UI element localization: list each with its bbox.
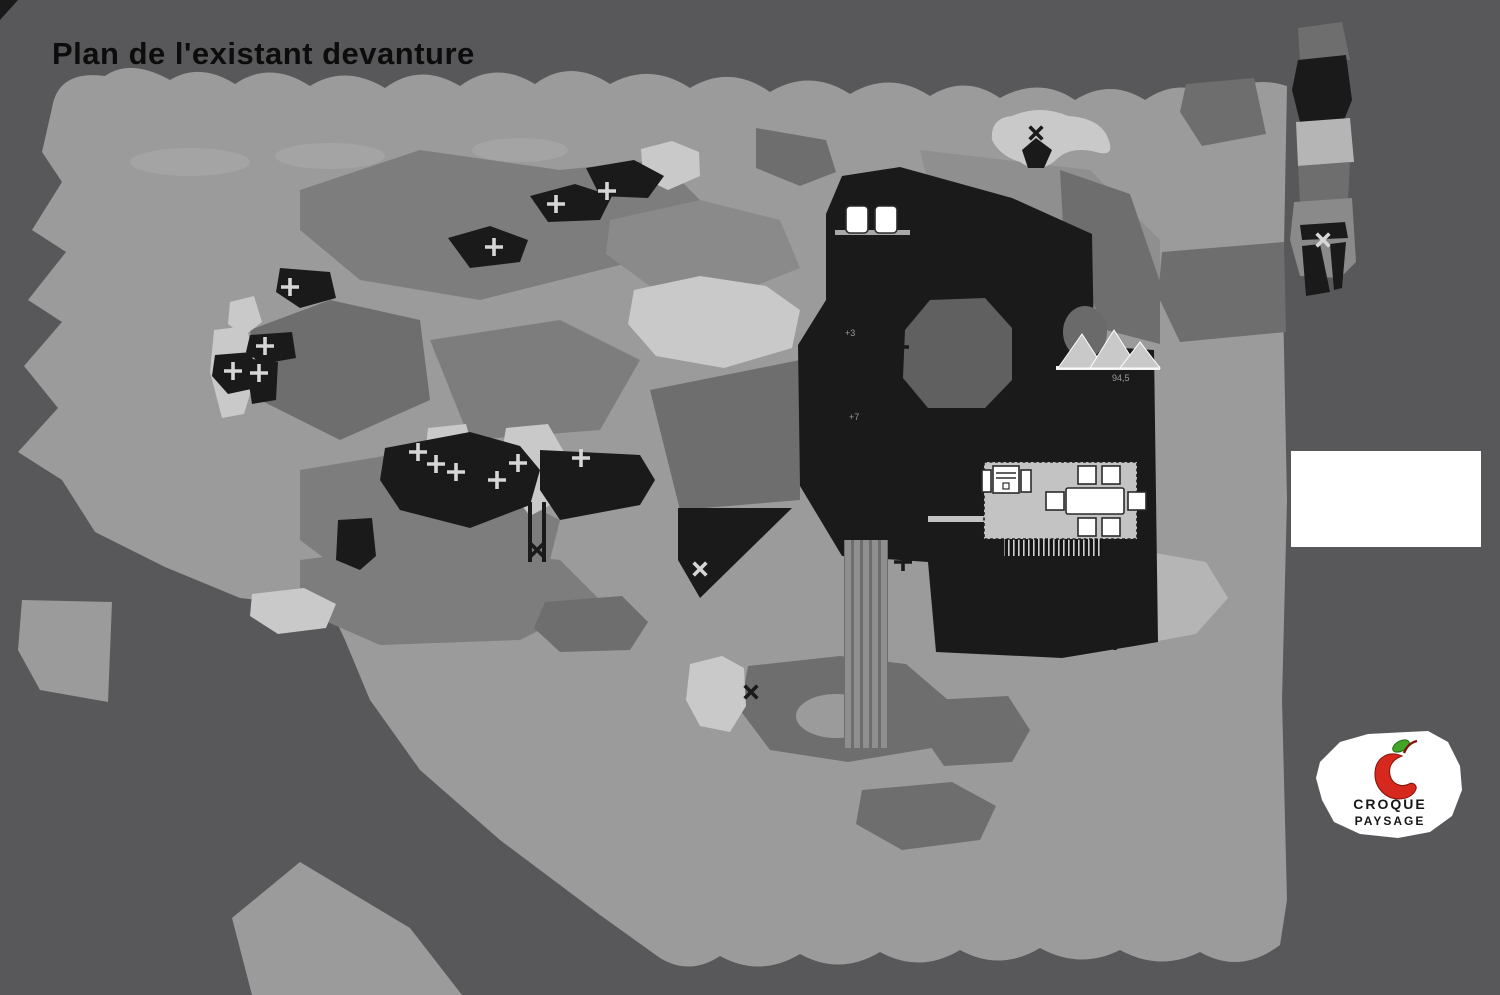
page-title: Plan de l'existant devanture [52,36,475,71]
chair [1101,517,1121,537]
garden-wall-hatch [1004,539,1102,556]
elevation-annotation: 94,5 [1112,373,1130,383]
top-right-border-planting [1290,22,1356,296]
chair [845,205,869,234]
logo-line1: CROQUE [1353,796,1426,812]
conifer-symbols [1056,329,1162,370]
logo-croque-paysage: CROQUE PAYSAGE [1316,731,1462,838]
chair [1101,465,1121,485]
butterfly-bed [991,110,1111,169]
corner-black-sliver [0,0,18,20]
annotation-layer: +3 +7 94,5 [845,328,1130,422]
terrace [928,461,1147,540]
lounge-chairs [835,205,910,235]
legend-placeholder [1291,451,1481,547]
bitten-apple-icon [1374,739,1418,800]
chair [1127,491,1147,511]
chair [1045,491,1065,511]
dining-set [1045,465,1147,537]
elevation-annotation: +3 [845,328,855,338]
bbq-grill [981,465,1032,494]
hedge-stripes [844,540,888,748]
logo-line2: PAYSAGE [1355,814,1426,828]
dining-table [1065,487,1125,515]
planting-beds-black [212,160,792,598]
elevation-annotation: +7 [849,412,859,422]
chair [1077,517,1097,537]
chair [1077,465,1097,485]
chair [874,205,898,234]
